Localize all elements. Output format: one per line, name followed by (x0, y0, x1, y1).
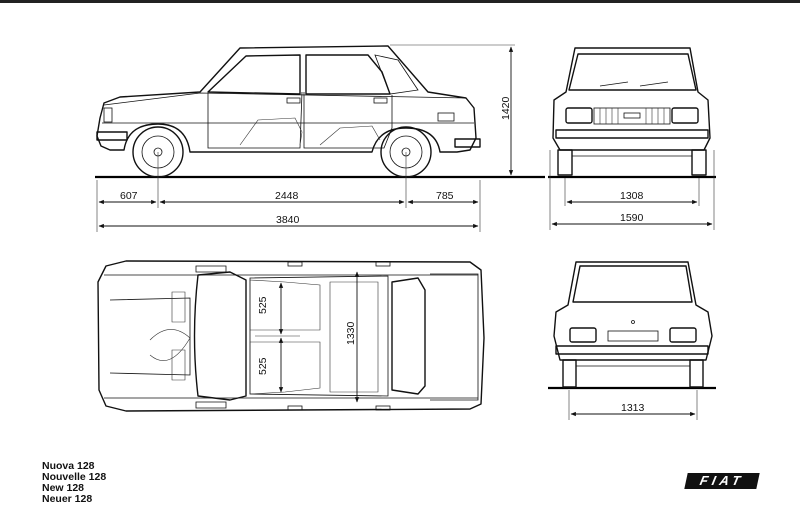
left-headlight (565, 107, 593, 124)
rear-left-light (569, 327, 597, 343)
front-right-tire (691, 149, 707, 176)
top-sills (104, 274, 478, 399)
license-plate (607, 330, 659, 342)
seat-width-left-value: 525 (257, 296, 269, 314)
left-mirror (195, 265, 227, 273)
top-view (97, 260, 485, 412)
side-rear-door (303, 92, 393, 149)
seat-width-right-value: 525 (257, 357, 269, 375)
side-rear-seat (319, 125, 381, 146)
engine-ghost (149, 329, 191, 361)
caption-german: Neuer 128 (42, 493, 93, 505)
top-body-outline (97, 260, 485, 412)
hood-vents (171, 291, 186, 381)
rear-track-dimension: 1313 (568, 390, 698, 420)
top-rear-window (391, 277, 426, 395)
interior-width-value: 1330 (345, 321, 357, 345)
side-front-window (207, 54, 301, 95)
wheelbase-value: 2448 (275, 190, 299, 202)
caption-french: Nouvelle 128 (42, 471, 107, 483)
height-dimension: 1420 (390, 44, 515, 176)
length-dimensions: 607 2448 785 3840 (96, 180, 481, 232)
rear-window (572, 265, 693, 303)
overall-length-value: 3840 (276, 214, 300, 226)
side-front-seat (239, 117, 303, 146)
side-beltline (103, 92, 467, 106)
top-door-handle-1 (287, 261, 303, 267)
windshield (568, 53, 697, 91)
front-track-value: 1308 (620, 190, 644, 202)
front-width-dimensions: 1308 1590 (549, 150, 715, 230)
hood-panel (109, 297, 191, 376)
side-headlight (103, 107, 113, 123)
top-front-seat-left (249, 279, 321, 331)
side-rear-window (305, 54, 391, 95)
trunk-lid (430, 273, 479, 401)
front-badge (623, 112, 641, 119)
rear-right-light (669, 327, 697, 343)
model-caption: Nuova 128 Nouvelle 128 New 128 Neuer 128 (42, 461, 106, 505)
trunk-lock (631, 320, 635, 324)
side-front-bumper (96, 131, 128, 141)
front-overhang-value: 607 (120, 190, 138, 202)
rear-door-handle (373, 97, 388, 104)
interior-dimensions: 525 525 1330 (255, 271, 360, 403)
right-mirror (195, 401, 227, 409)
height-value: 1420 (500, 96, 512, 120)
front-door-handle (286, 97, 301, 104)
rear-overhang-value: 785 (436, 190, 454, 202)
side-quarter-window (374, 54, 419, 95)
top-rear-bench (329, 281, 379, 393)
caption-italian: Nuova 128 (42, 460, 95, 472)
rear-view (548, 261, 716, 390)
rear-bumper (555, 345, 709, 355)
side-tail-light (437, 112, 455, 122)
rear-left-tire (562, 359, 577, 388)
top-windshield (193, 271, 247, 401)
top-front-seat-right (249, 341, 321, 395)
wipers (599, 81, 669, 87)
side-rear-bumper (454, 138, 481, 148)
side-view (95, 45, 545, 208)
overall-width-value: 1590 (620, 212, 644, 224)
top-door-handle-3 (375, 261, 391, 267)
top-door-handle-4 (375, 405, 391, 411)
fiat-logo: FIAT (684, 473, 760, 489)
side-body-outline (96, 45, 477, 153)
rear-track-value: 1313 (621, 402, 645, 414)
grille-slats (599, 108, 665, 124)
front-left-tire (557, 149, 573, 176)
right-headlight (671, 107, 699, 124)
rear-right-tire (689, 359, 704, 388)
rear-body-outline (553, 261, 713, 361)
front-body-outline (552, 47, 711, 151)
top-door-handle-2 (287, 405, 303, 411)
caption-english: New 128 (42, 482, 85, 494)
front-view (548, 47, 716, 179)
front-bumper (555, 129, 709, 139)
front-grille (593, 107, 671, 125)
side-front-door (207, 91, 303, 149)
